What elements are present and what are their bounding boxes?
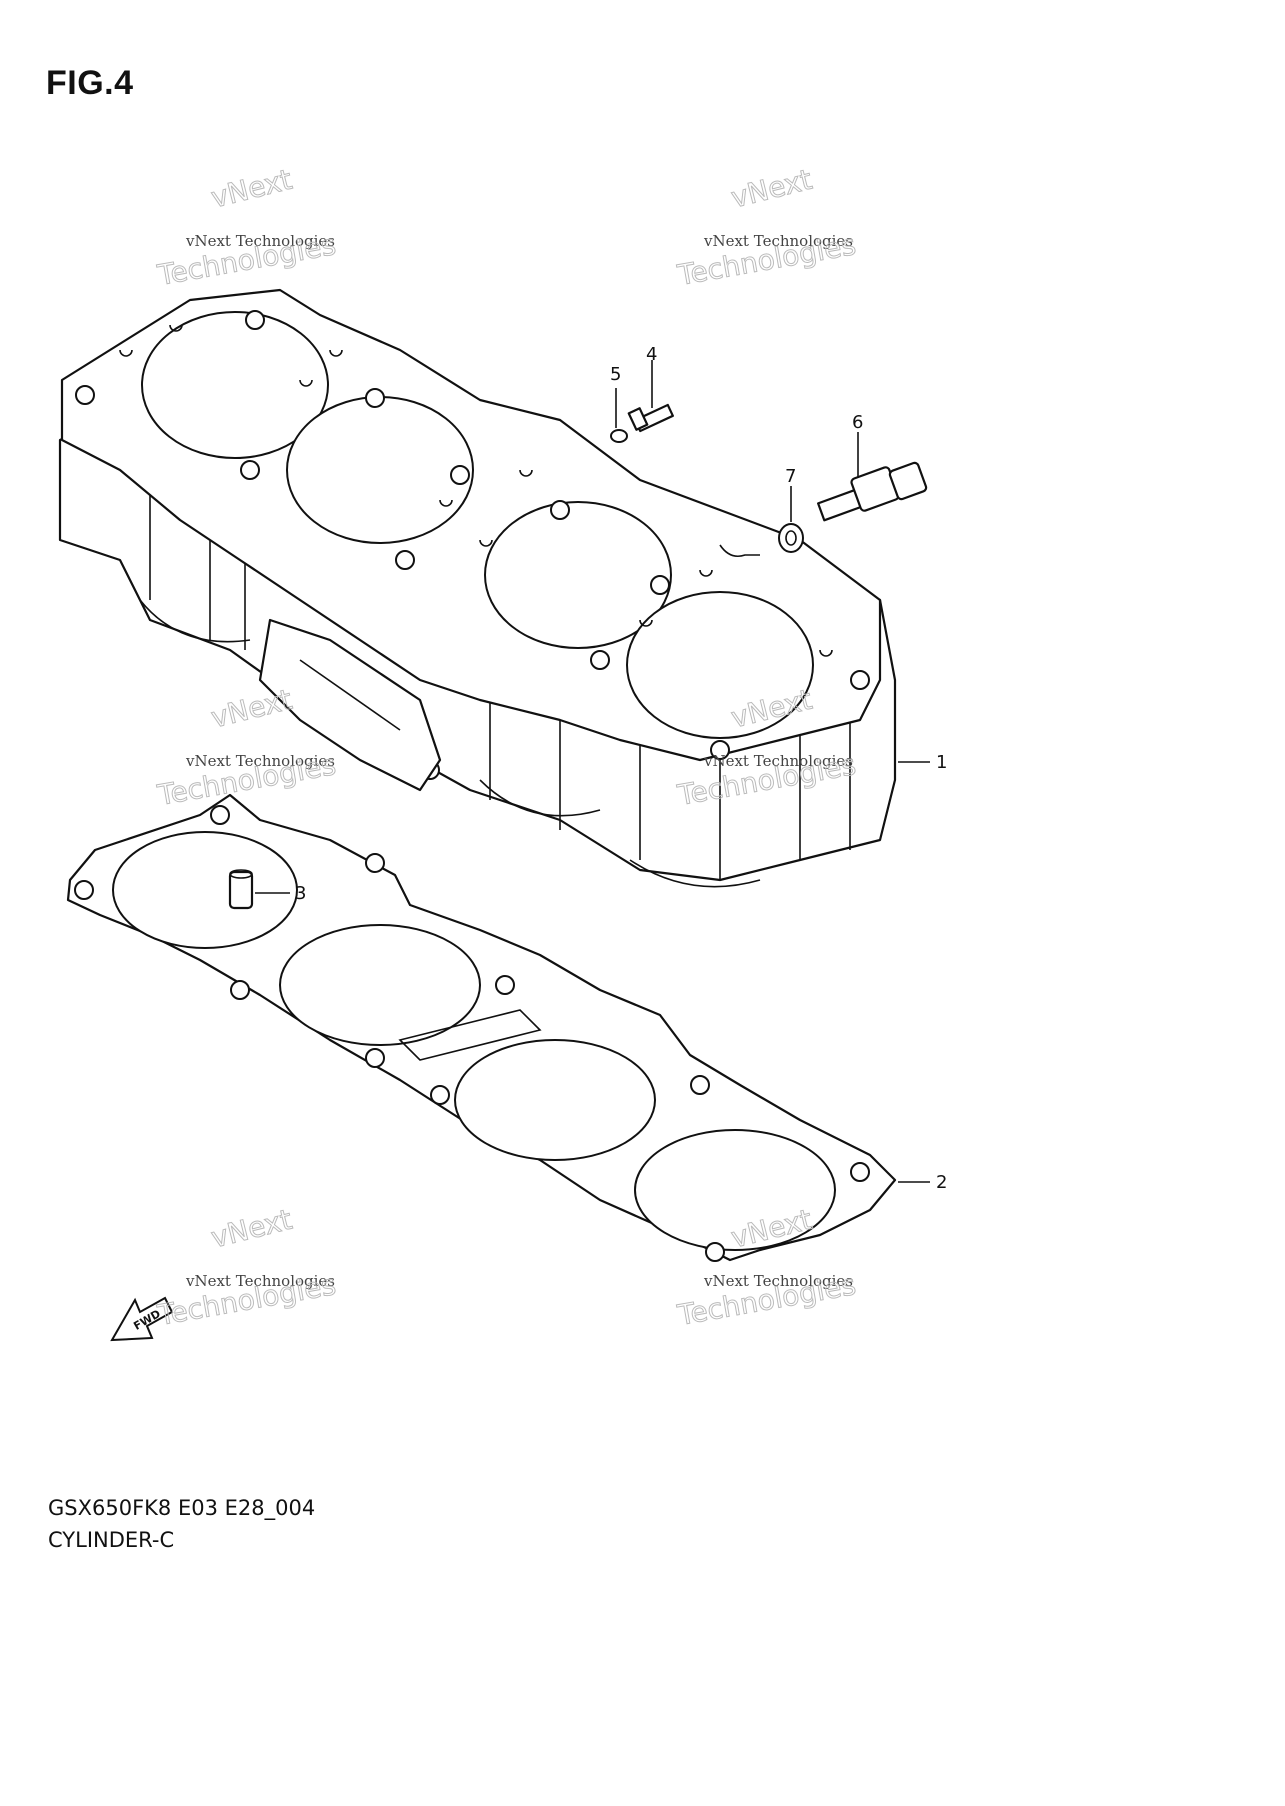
- model-code: GSX650FK8 E03 E28_004: [48, 1496, 316, 1520]
- leader-lines: [255, 360, 930, 1183]
- watermark-text: vNext Technologies: [703, 232, 853, 250]
- watermark-text: vNext Technologies: [185, 752, 335, 770]
- callout-6: 6: [852, 412, 863, 433]
- watermark-text: vNext Technologies: [703, 752, 853, 770]
- watermark-vnext: vNext: [208, 1203, 295, 1255]
- temperature-sensor: [817, 461, 928, 522]
- callout-2: 2: [936, 1172, 947, 1193]
- part-name: CYLINDER-C: [48, 1528, 175, 1552]
- watermark-vnext: vNext: [208, 163, 295, 215]
- watermark-text: vNext Technologies: [185, 1272, 335, 1290]
- sensor-gasket: [778, 523, 804, 553]
- small-washer: [610, 429, 628, 443]
- dowel-pin: [228, 869, 254, 910]
- watermark-vnext: vNext: [728, 163, 815, 215]
- cylinder-base-gasket: [66, 793, 897, 1262]
- bolt-stud: [627, 403, 674, 433]
- callout-1: 1: [936, 752, 947, 773]
- watermark-vnext: vNext: [208, 683, 295, 735]
- cylinder-block: [58, 288, 897, 888]
- figure-title: FIG.4: [46, 64, 134, 102]
- callout-3: 3: [295, 883, 306, 904]
- callout-5: 5: [610, 364, 621, 385]
- callout-7: 7: [785, 466, 796, 487]
- watermark-text: vNext Technologies: [703, 1272, 853, 1290]
- watermark-text: vNext Technologies: [185, 232, 335, 250]
- callout-4: 4: [646, 344, 657, 365]
